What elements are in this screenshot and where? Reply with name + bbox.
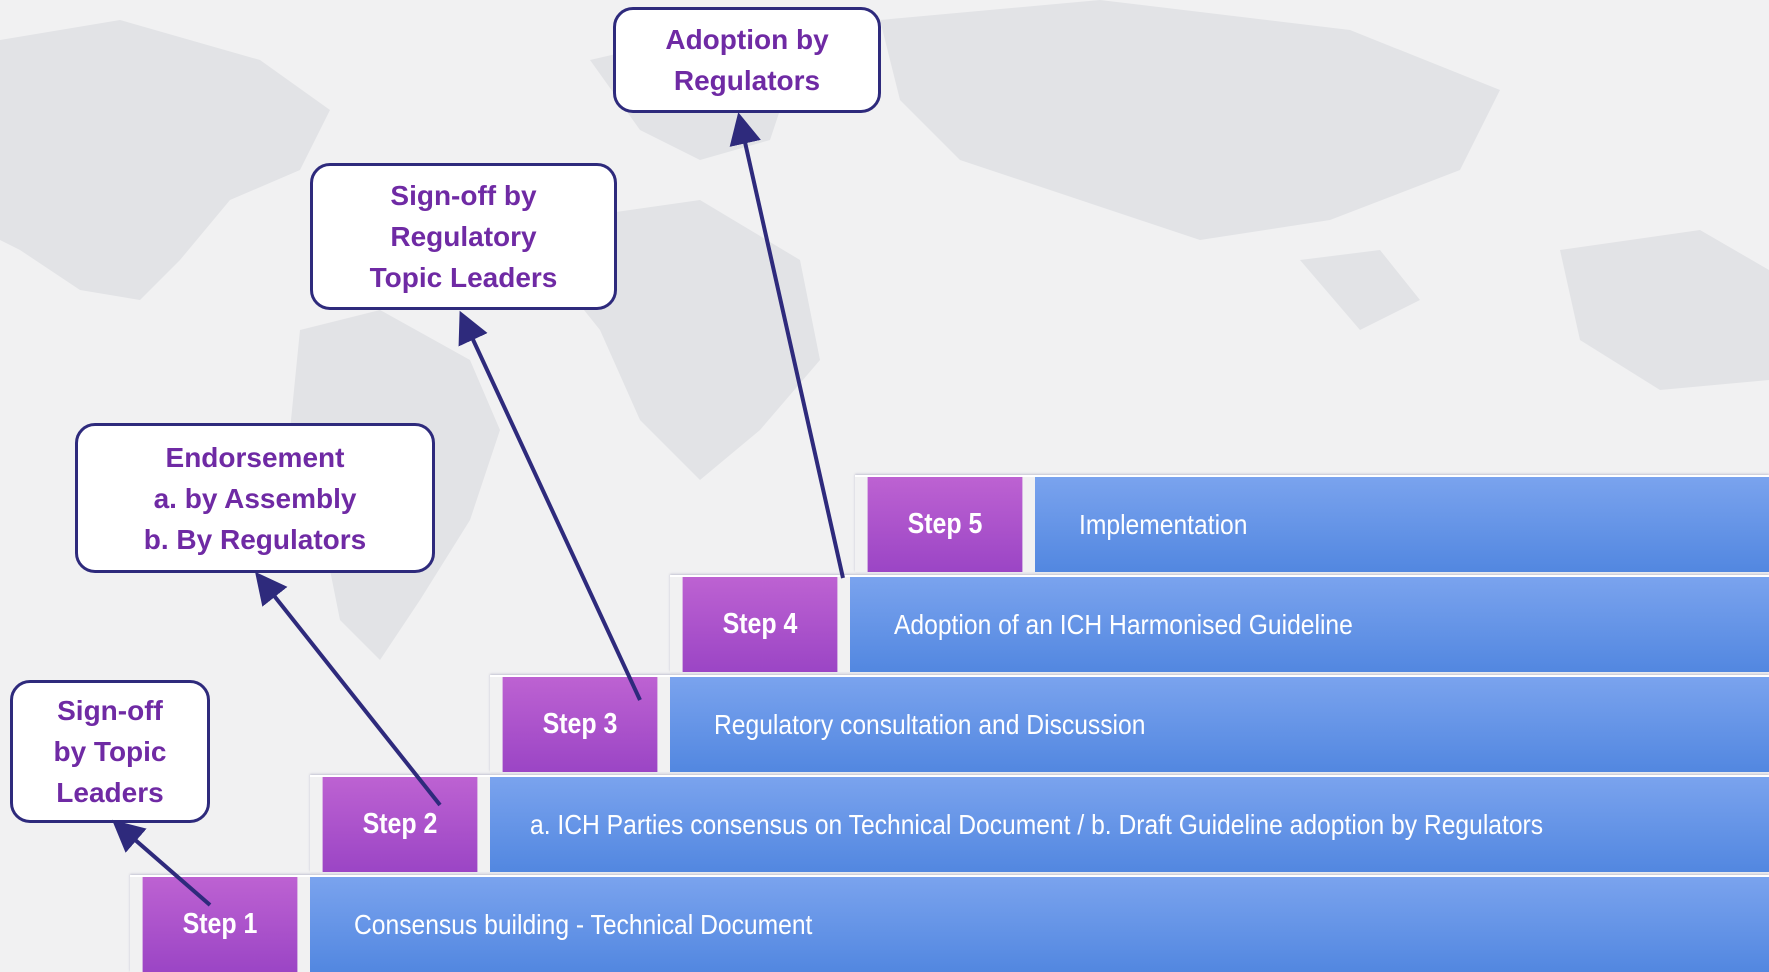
step-2-label: Step 2 <box>322 777 478 872</box>
step-4-bar: Step 4 Adoption of an ICH Harmonised Gui… <box>670 575 1769 672</box>
step-4-description: Adoption of an ICH Harmonised Guideline <box>850 577 1769 672</box>
step-1-description: Consensus building - Technical Document <box>310 877 1769 972</box>
callout-adoption-by-regulators: Adoption by Regulators <box>613 7 881 113</box>
callout-endorsement: Endorsement a. by Assembly b. By Regulat… <box>75 423 435 573</box>
step-2-bar: Step 2 a. ICH Parties consensus on Techn… <box>310 775 1769 872</box>
step-3-label: Step 3 <box>502 677 658 772</box>
step-4-label: Step 4 <box>682 577 838 672</box>
step-5-description: Implementation <box>1035 477 1769 572</box>
step-5-label: Step 5 <box>867 477 1023 572</box>
step-1-label: Step 1 <box>142 877 298 972</box>
step-3-bar: Step 3 Regulatory consultation and Discu… <box>490 675 1769 772</box>
step-2-description: a. ICH Parties consensus on Technical Do… <box>490 777 1769 872</box>
step-1-bar: Step 1 Consensus building - Technical Do… <box>130 875 1769 972</box>
callout-sign-off-topic-leaders: Sign-off by Topic Leaders <box>10 680 210 823</box>
callout-sign-off-regulatory-topic-leaders: Sign-off by Regulatory Topic Leaders <box>310 163 617 310</box>
step-5-bar: Step 5 Implementation <box>855 475 1769 572</box>
step-3-description: Regulatory consultation and Discussion <box>670 677 1769 772</box>
